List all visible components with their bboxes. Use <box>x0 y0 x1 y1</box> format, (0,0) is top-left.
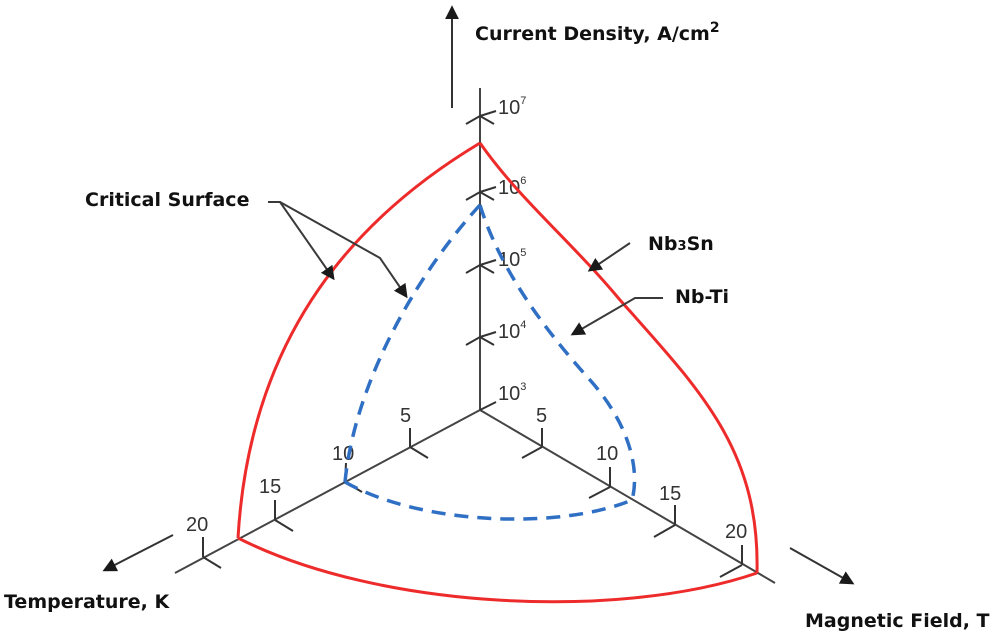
critical-surface-pointers <box>268 201 408 299</box>
svg-text:10: 10 <box>596 443 618 465</box>
svg-text:20: 20 <box>186 514 208 536</box>
svg-text:107: 107 <box>498 95 526 119</box>
svg-text:5: 5 <box>400 405 411 427</box>
nb3sn-pointer <box>587 242 631 272</box>
nb3sn-critical-surface <box>236 141 759 604</box>
temperature-arrow <box>102 534 174 572</box>
svg-text:20: 20 <box>725 521 747 543</box>
svg-text:105: 105 <box>498 247 526 271</box>
svg-text:5: 5 <box>536 405 547 427</box>
svg-text:15: 15 <box>259 476 281 498</box>
nbti-label: Nb-Ti <box>675 286 729 308</box>
svg-text:104: 104 <box>498 319 526 343</box>
magnetic-field-axis-label: Magnetic Field, T <box>805 610 990 632</box>
critical-surface-label: Critical Surface <box>85 189 249 211</box>
nb3sn-label: Nb3Sn <box>648 233 714 255</box>
nbti-field-jc-curve <box>478 204 637 501</box>
current-density-axis-label: Current Density, A/cm2 <box>475 20 720 45</box>
nbti-pointer <box>570 297 663 336</box>
magnetic-field-ticks <box>521 428 743 578</box>
svg-text:103: 103 <box>498 381 526 405</box>
magnetic-field-arrow <box>789 547 855 585</box>
temperature-axis <box>174 409 481 574</box>
magnetic-field-tick-labels: 5 10 15 20 <box>536 405 747 543</box>
current-density-ticks <box>465 110 497 411</box>
nb3sn-temperature-jc-curve <box>236 141 481 539</box>
nb3sn-temperature-field-curve <box>237 536 758 604</box>
svg-text:106: 106 <box>498 175 526 199</box>
nb3sn-field-jc-curve <box>478 142 759 574</box>
magnetic-field-axis <box>479 409 776 584</box>
temperature-axis-label: Temperature, K <box>4 591 170 613</box>
svg-text:15: 15 <box>659 483 681 505</box>
current-density-tick-labels: 103 104 105 106 107 <box>498 95 526 405</box>
nbti-critical-surface <box>343 203 637 521</box>
nbti-temperature-field-curve <box>344 480 633 521</box>
temperature-tick-labels: 5 10 15 20 <box>186 405 411 536</box>
nbti-temperature-jc-curve <box>343 203 482 483</box>
